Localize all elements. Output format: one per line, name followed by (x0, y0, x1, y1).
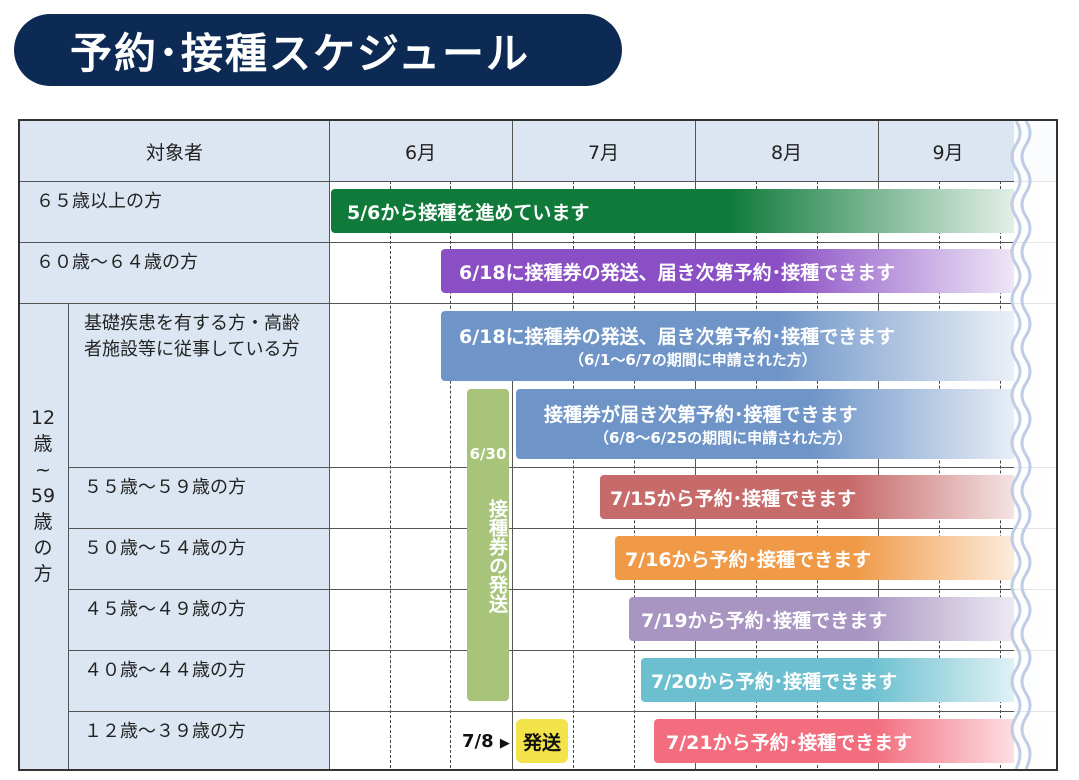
age-group-char: 方 (33, 563, 53, 585)
half-month-line (450, 181, 451, 769)
schedule-table: 対象者 6月 7月 8月 9月 ６５歳以上の方 ６０歳～６４歳の方 12 歳 ~… (18, 119, 1058, 771)
row-divider (20, 242, 1056, 243)
continuation-wave-icon (1010, 121, 1056, 769)
row-label-text: ４０歳～４４歳の方 (84, 660, 246, 681)
shipping-badge: 発送 (516, 719, 568, 763)
schedule-bar-underlying-early: 6/18に接種券の発送、届き次第予約･接種できます （6/1～6/7の期間に申請… (441, 311, 1053, 381)
schedule-bar-50-54: 7/16から予約･接種できます (615, 536, 1053, 580)
row-label-text: ５５歳～５９歳の方 (84, 477, 246, 498)
bar-subtext: （6/8～6/25の期間に申請された方） (594, 429, 853, 447)
schedule-bar-40-44: 7/20から予約･接種できます (641, 658, 1053, 702)
bar-text: 7/19から予約･接種できます (641, 609, 888, 632)
row-label-text: 基礎疾患を有する方・高齢者施設等に従事している方 (84, 313, 300, 360)
row-divider (68, 711, 1056, 712)
row-divider (68, 589, 1056, 590)
row-label-60-64: ６０歳～６４歳の方 (20, 242, 329, 303)
row-divider (20, 181, 1056, 182)
bar-text: 6/18に接種券の発送、届き次第予約･接種できます (459, 326, 896, 348)
schedule-bar-65plus: 5/6から接種を進めています (331, 189, 1053, 233)
arrow-right-icon: ▶ (499, 736, 510, 751)
bar-text: 7/16から予約･接種できます (625, 548, 872, 571)
shipping-date-marker: 7/8 ▶ (462, 731, 510, 752)
header-month-7: 7月 (512, 121, 695, 181)
month-divider (512, 121, 513, 769)
row-label-text: ６０歳～６４歳の方 (36, 252, 198, 273)
schedule-bar-45-49: 7/19から予約･接種できます (629, 597, 1053, 641)
page-title: 予約･接種スケジュール (14, 14, 622, 86)
age-group-char: 59 (30, 485, 56, 507)
ticket-shipping-text: 接種券の発送 (486, 499, 508, 613)
ticket-shipping-bar: 6/30 接種券の発送 (467, 389, 509, 701)
group-divider (68, 303, 69, 769)
age-group-label: 12 歳 ~ 59 歳 の 方 (20, 405, 66, 587)
bar-text: 5/6から接種を進めています (347, 201, 590, 224)
row-divider (20, 303, 1056, 304)
row-divider (68, 467, 1056, 468)
header-month-6: 6月 (329, 121, 512, 181)
header-month-8: 8月 (695, 121, 878, 181)
schedule-bar-60-64: 6/18に接種券の発送、届き次第予約･接種できます (441, 249, 1053, 293)
age-group-char: の (33, 537, 53, 559)
page-title-text: 予約･接種スケジュール (70, 28, 531, 78)
row-label-45-49: ４５歳～４９歳の方 (68, 589, 329, 650)
row-label-40-44: ４０歳～４４歳の方 (68, 650, 329, 711)
row-label-text: ５０歳～５４歳の方 (84, 538, 246, 559)
bar-text: 7/20から予約･接種できます (651, 670, 898, 693)
row-label-50-54: ５０歳～５４歳の方 (68, 528, 329, 589)
row-divider (68, 650, 1056, 651)
row-label-text: １２歳～３９歳の方 (84, 721, 246, 742)
age-group-char: 歳 (33, 433, 53, 455)
age-group-char: ~ (35, 459, 51, 481)
row-label-text: ６５歳以上の方 (36, 191, 162, 212)
schedule-bar-underlying-late: 接種券が届き次第予約･接種できます （6/8～6/25の期間に申請された方） (516, 389, 1053, 459)
bar-text: 6/18に接種券の発送、届き次第予約･接種できます (459, 261, 896, 284)
shipping-badge-text: 発送 (522, 731, 561, 754)
row-label-55-59: ５５歳～５９歳の方 (68, 467, 329, 528)
bar-text: 7/15から予約･接種できます (610, 487, 857, 510)
half-month-line (390, 181, 391, 769)
header-month-label: 9月 (932, 141, 964, 164)
age-group-cell: 12 歳 ~ 59 歳 の 方 (20, 303, 68, 769)
schedule-bar-12-39: 7/21から予約･接種できます (654, 719, 1053, 763)
bar-text: 接種券が届き次第予約･接種できます (544, 404, 858, 426)
ticket-shipping-date: 6/30 (469, 445, 507, 463)
bar-text: 7/21から予約･接種できます (666, 731, 913, 754)
header-target: 対象者 (20, 121, 329, 181)
header-month-label: 7月 (587, 141, 620, 164)
column-divider (329, 121, 330, 769)
age-group-char: 歳 (33, 511, 53, 533)
row-label-12-39: １２歳～３９歳の方 (68, 711, 329, 769)
age-group-char: 12 (30, 407, 56, 429)
header-month-label: 8月 (770, 141, 803, 164)
row-divider (68, 528, 1056, 529)
row-label-underlying: 基礎疾患を有する方・高齢者施設等に従事している方 (68, 303, 329, 467)
schedule-bar-55-59: 7/15から予約･接種できます (600, 475, 1053, 519)
shipping-date: 7/8 (462, 731, 494, 752)
row-label-text: ４５歳～４９歳の方 (84, 599, 246, 620)
bar-subtext: （6/1～6/7の期間に申請された方） (569, 351, 817, 369)
row-label-65plus: ６５歳以上の方 (20, 181, 329, 242)
header-target-label: 対象者 (145, 141, 203, 164)
header-month-label: 6月 (404, 141, 437, 164)
half-month-line (573, 181, 574, 769)
